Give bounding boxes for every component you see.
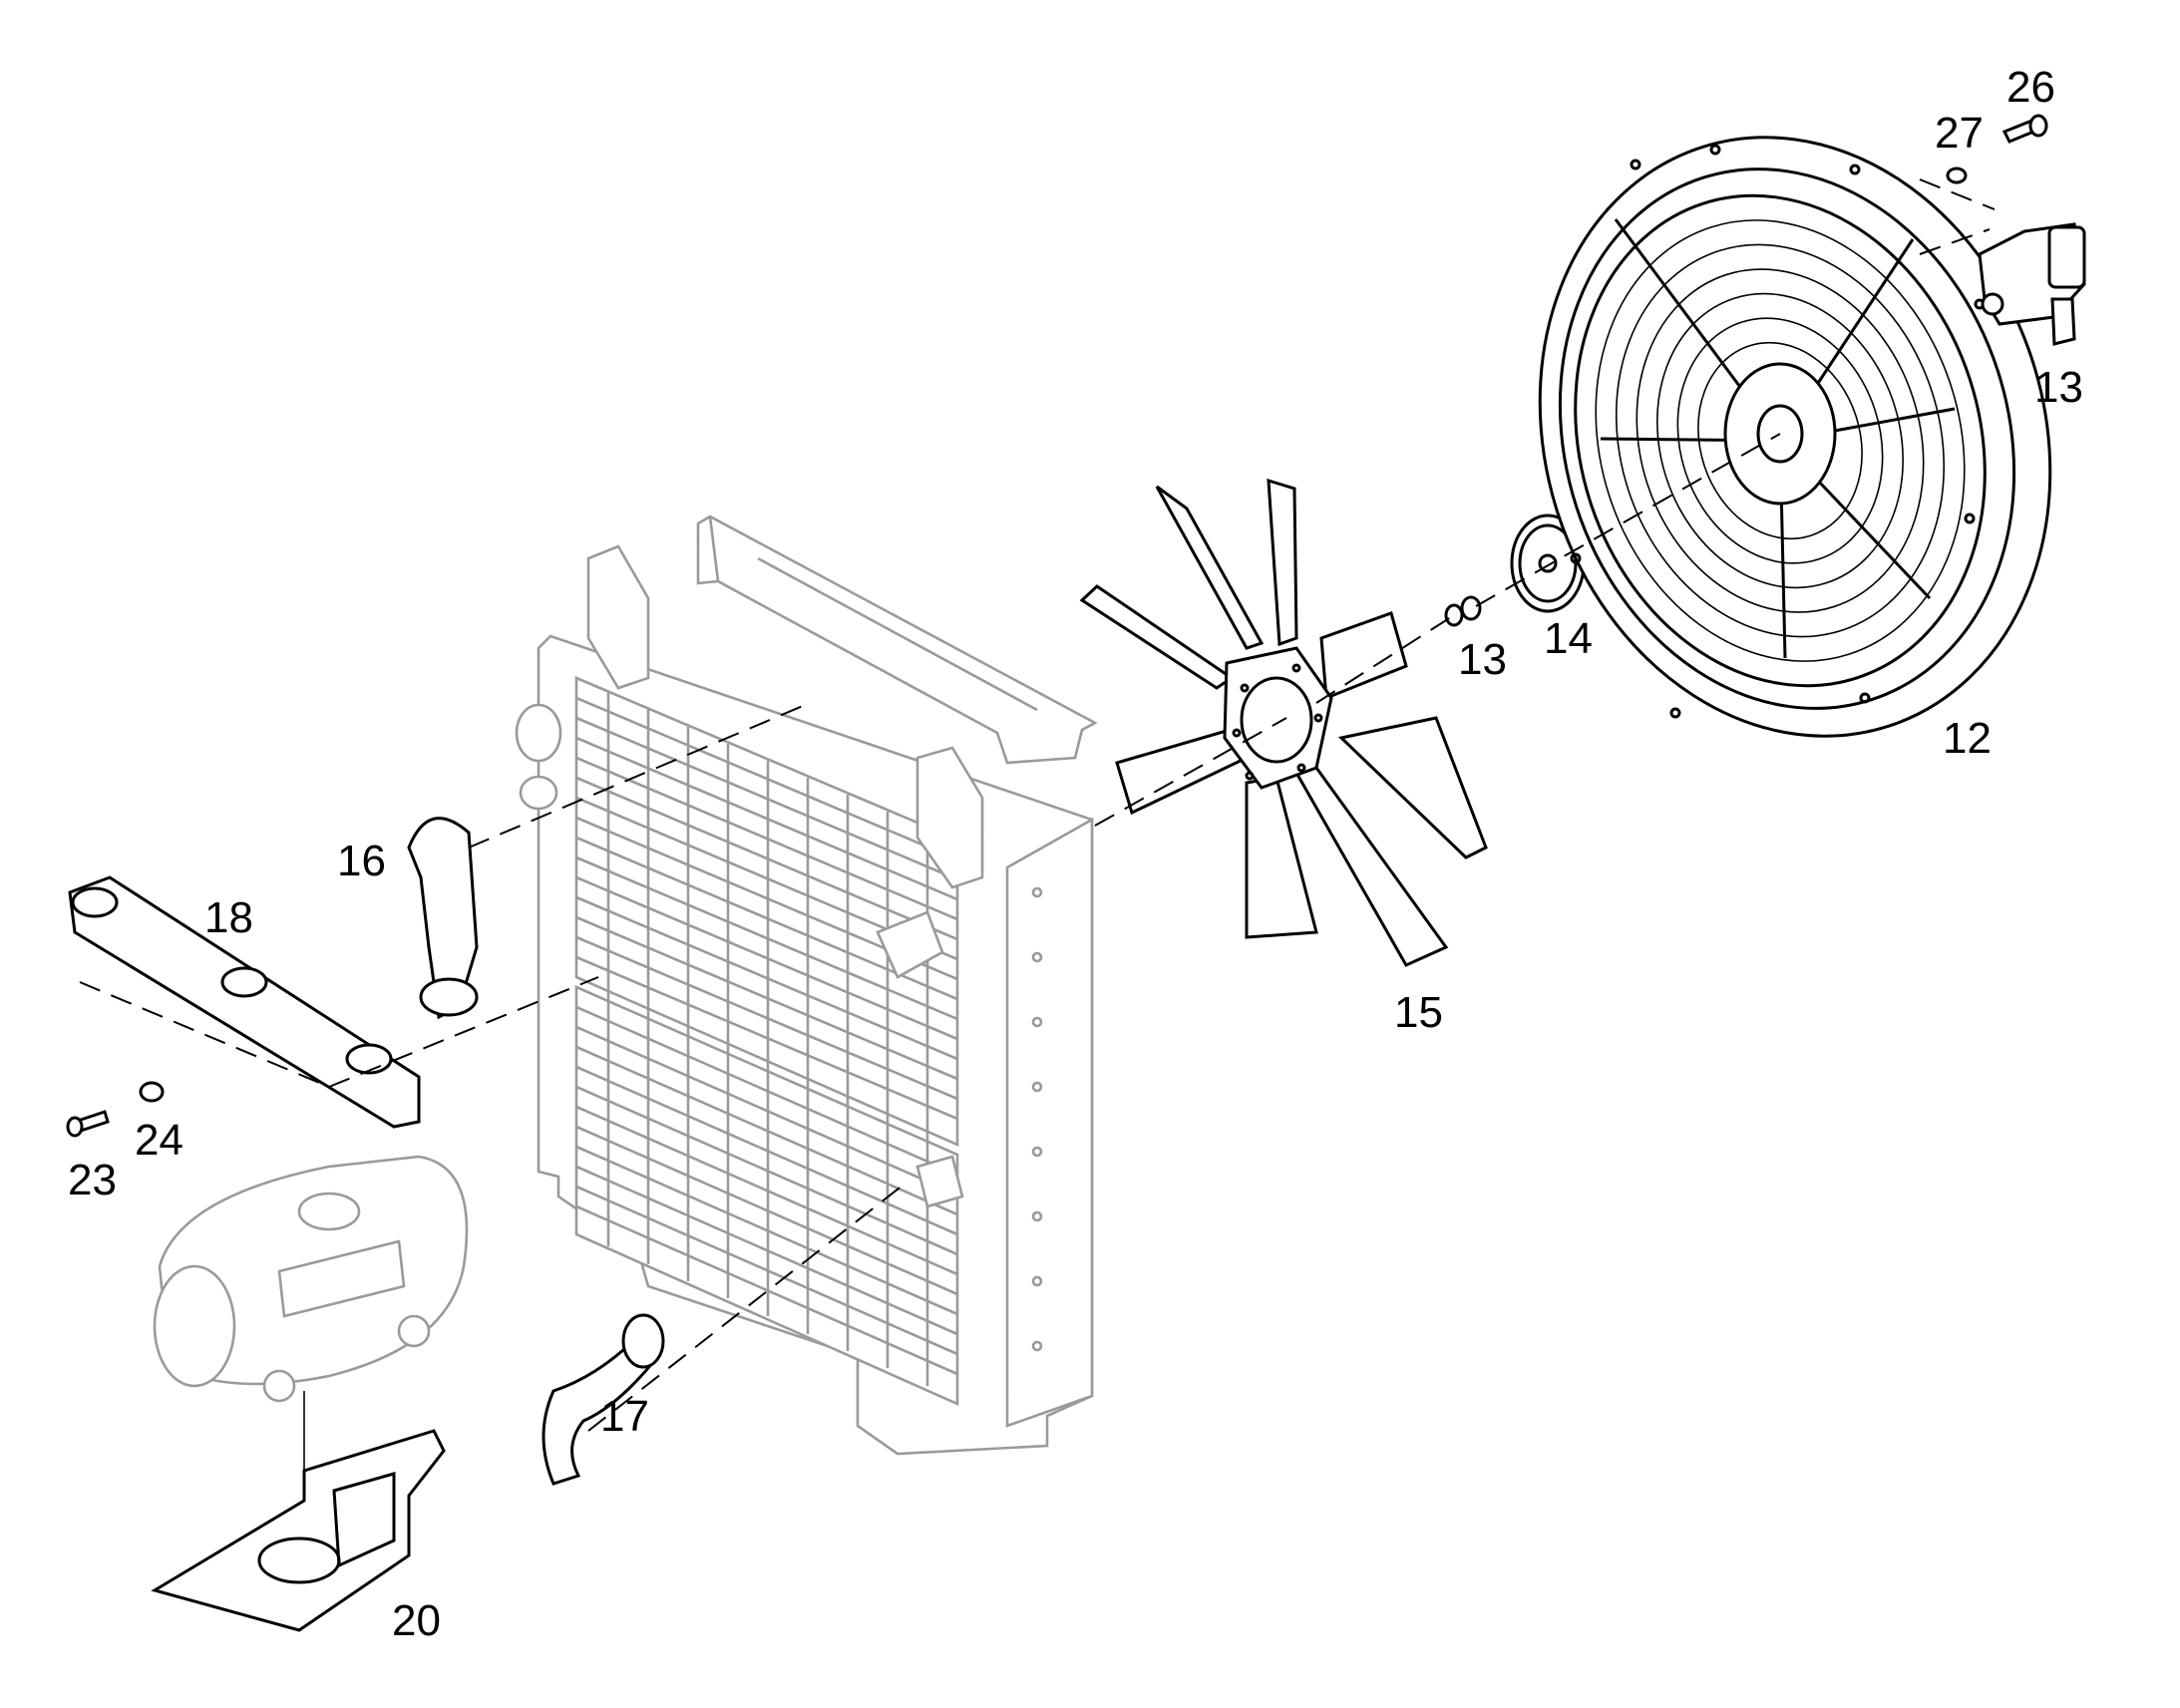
assembly-leader-lines <box>79 178 1996 1471</box>
callout-12: 12 <box>1943 714 1992 763</box>
bolt-26 <box>2001 114 2048 144</box>
expansion-tank <box>153 1155 469 1403</box>
lower-hose <box>542 1313 665 1486</box>
callout-18: 18 <box>204 893 253 942</box>
washer-27 <box>1946 167 1968 184</box>
callout-27: 27 <box>1935 109 1984 158</box>
callout-17: 17 <box>600 1392 649 1441</box>
mounting-bar <box>68 875 421 1129</box>
callout-23: 23 <box>68 1156 117 1204</box>
radiator-assembly <box>515 514 1098 1456</box>
callout-24: 24 <box>135 1116 183 1165</box>
callout-16: 16 <box>337 837 386 885</box>
callout-20: 20 <box>392 1596 441 1645</box>
callout-15: 15 <box>1394 988 1443 1037</box>
upper-hose <box>407 817 479 1020</box>
washer-24 <box>139 1081 165 1103</box>
fan-shroud-guard <box>1538 136 2052 738</box>
callout-14: 14 <box>1544 614 1593 663</box>
callout-26: 26 <box>2006 63 2055 112</box>
callout-13-motor: 13 <box>2034 363 2083 412</box>
fan-blade-assembly <box>1079 478 1488 967</box>
washer-nut <box>1444 595 1482 627</box>
bolt-23 <box>66 1110 110 1138</box>
tank-support-bracket <box>151 1429 446 1632</box>
hydraulic-motor <box>1978 222 2086 346</box>
callout-13-nut: 13 <box>1458 635 1507 684</box>
